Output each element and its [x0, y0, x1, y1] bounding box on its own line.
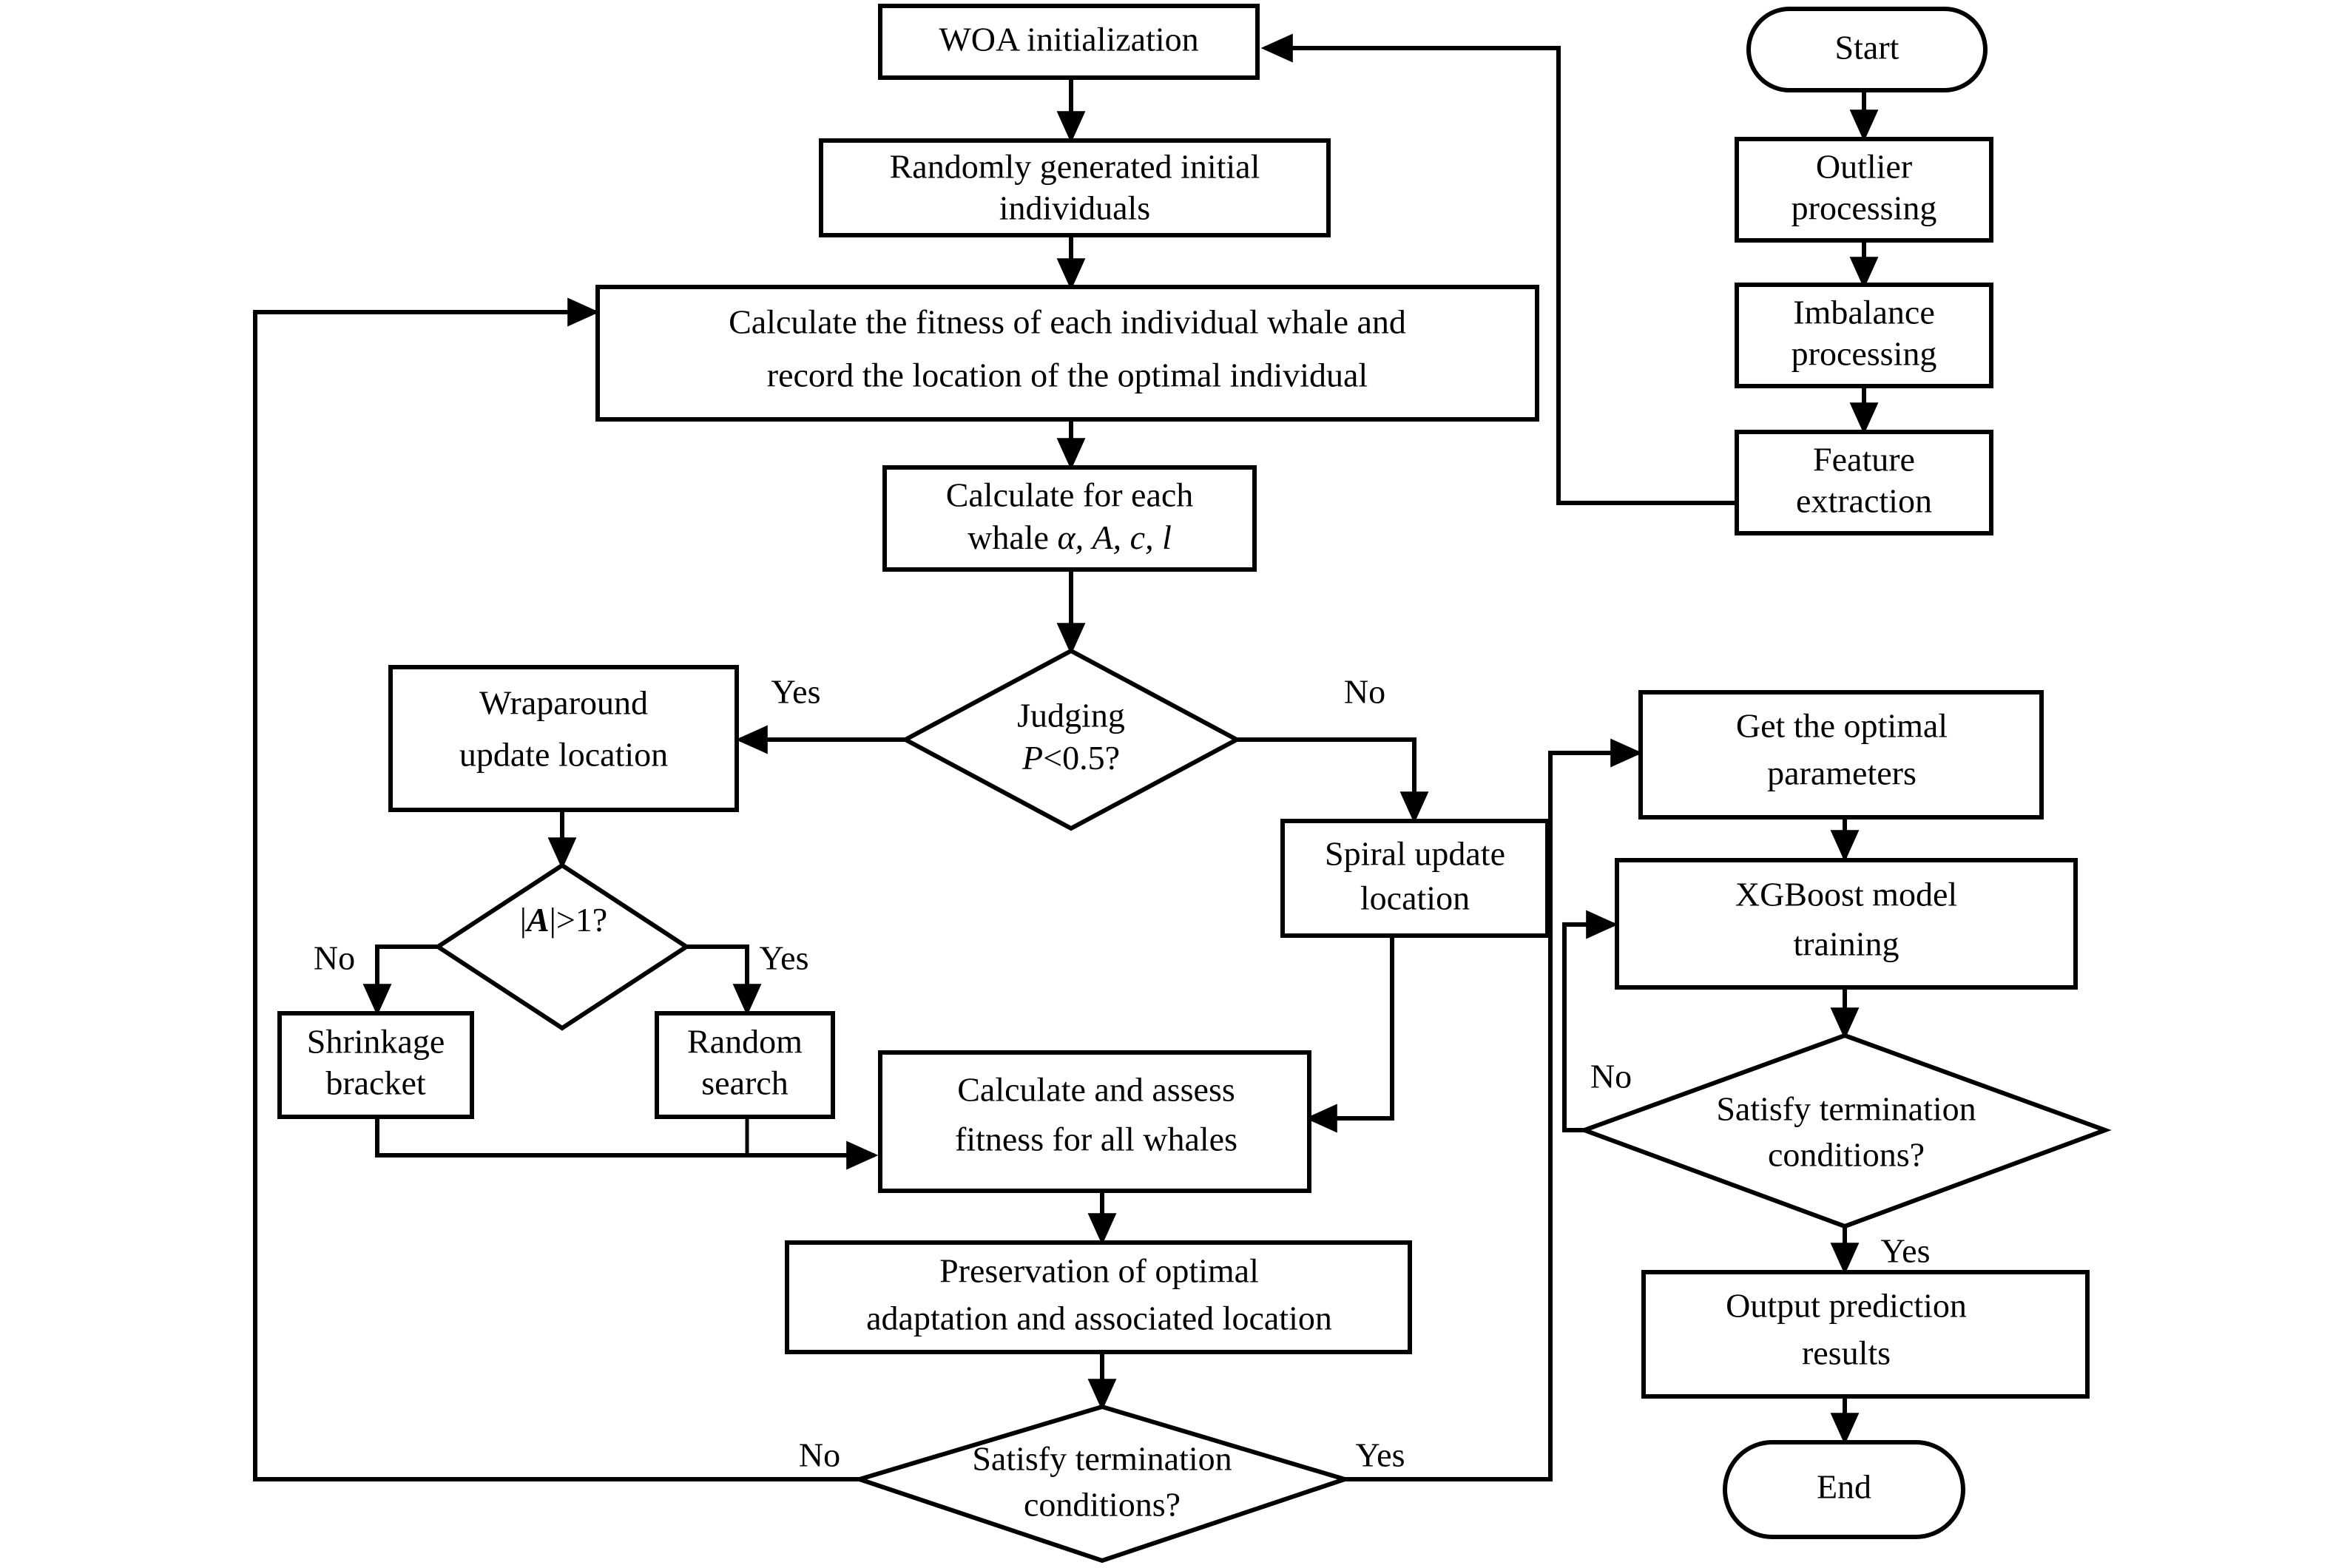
edge-shrinkage-to-calc-assess [375, 1117, 879, 1170]
node-random-individuals-line1: Randomly generated initial [890, 148, 1260, 186]
node-a-magnitude-label: |A|>1? [520, 901, 607, 939]
node-spiral-update-line2: location [1360, 879, 1470, 917]
edge-a-no-to-shrinkage [362, 944, 438, 1016]
node-preservation-optimal[interactable]: Preservation of optimal adaptation and a… [785, 1240, 1412, 1354]
edge-feature-to-woa [1260, 33, 1737, 505]
edge-label-term-left-no: No [799, 1436, 840, 1474]
node-outlier-processing[interactable]: Outlier processing [1735, 137, 1993, 243]
node-satisfy-termination-left-line1: Satisfy termination [972, 1440, 1232, 1478]
edge-judging-no-to-spiral [1237, 737, 1429, 824]
node-shrinkage-bracket-line1: Shrinkage [307, 1023, 445, 1061]
edge-satisfy-left-no-to-calc-fitness [253, 297, 860, 1481]
node-get-optimal-parameters-line1: Get the optimal [1736, 707, 1948, 745]
node-calculate-assess-fitness[interactable]: Calculate and assess fitness for all wha… [878, 1050, 1311, 1193]
whale-symbols: α, A, c, l [1057, 518, 1171, 556]
node-judging-p-line2: P<0.5? [1022, 739, 1120, 777]
node-a-magnitude-decision[interactable]: |A|>1? [433, 862, 691, 1031]
node-calculate-assess-line1: Calculate and assess [957, 1071, 1235, 1109]
node-spiral-update-line1: Spiral update [1325, 835, 1505, 873]
whale-word: whale [968, 518, 1057, 556]
node-start[interactable]: Start [1746, 7, 1988, 92]
node-satisfy-termination-left[interactable]: Satisfy termination conditions? [852, 1404, 1352, 1564]
edge-label-a-no: No [314, 939, 355, 977]
node-feature-extraction-line1: Feature [1813, 441, 1915, 479]
node-wraparound-update[interactable]: Wraparound update location [388, 665, 739, 812]
node-calculate-each-whale-line2: whale α, A, c, l [968, 518, 1172, 556]
node-calculate-fitness[interactable]: Calculate the fitness of each individual… [595, 285, 1539, 422]
node-random-search[interactable]: Random search [655, 1011, 835, 1119]
node-get-optimal-parameters[interactable]: Get the optimal parameters [1638, 690, 2044, 820]
edge-label-judging-no: No [1344, 673, 1385, 711]
node-calculate-fitness-line1: Calculate the fitness of each individual… [729, 303, 1406, 341]
node-random-search-line2: search [701, 1064, 788, 1102]
node-preservation-line1: Preservation of optimal [939, 1252, 1259, 1290]
node-feature-extraction-line2: extraction [1796, 482, 1932, 520]
node-calculate-assess-line2: fitness for all whales [955, 1121, 1237, 1158]
node-satisfy-termination-right-line2: conditions? [1768, 1136, 1925, 1174]
edge-label-term-right-no: No [1590, 1058, 1632, 1095]
node-get-optimal-parameters-line2: parameters [1767, 754, 1917, 792]
node-xgboost-training[interactable]: XGBoost model training [1615, 858, 2078, 990]
node-judging-p-line1: Judging [1017, 697, 1125, 734]
node-random-individuals[interactable]: Randomly generated initial individuals [819, 138, 1331, 237]
node-calculate-fitness-line2: record the location of the optimal indiv… [767, 356, 1368, 394]
edge-label-judging-yes: Yes [771, 673, 821, 711]
edge-satisfy-left-yes-to-get-params [1345, 738, 1643, 1481]
node-start-label: Start [1835, 29, 1900, 67]
node-calculate-each-whale-line1: Calculate for each [946, 476, 1194, 514]
node-xgboost-training-line2: training [1793, 925, 1899, 963]
edge-spiral-to-calc-assess [1305, 936, 1394, 1133]
node-woa-initialization-label: WOA initialization [939, 21, 1198, 58]
node-woa-initialization[interactable]: WOA initialization [878, 4, 1260, 80]
node-satisfy-termination-left-line2: conditions? [1024, 1486, 1181, 1524]
node-end[interactable]: End [1723, 1440, 1965, 1539]
node-calculate-each-whale[interactable]: Calculate for each whale α, A, c, l [882, 465, 1257, 572]
node-imbalance-processing-line2: processing [1792, 335, 1937, 373]
edge-a-yes-to-random-search [686, 944, 762, 1016]
node-outlier-processing-line2: processing [1792, 189, 1937, 227]
node-outlier-processing-line1: Outlier [1816, 148, 1912, 186]
node-satisfy-termination-right[interactable]: Satisfy termination conditions? [1578, 1033, 2112, 1229]
node-end-label: End [1817, 1468, 1871, 1506]
node-xgboost-training-line1: XGBoost model [1735, 876, 1957, 913]
node-imbalance-processing-line1: Imbalance [1793, 294, 1935, 331]
edge-label-term-right-yes: Yes [1881, 1232, 1931, 1270]
node-feature-extraction[interactable]: Feature extraction [1735, 430, 1993, 535]
node-output-prediction-line2: results [1802, 1334, 1891, 1372]
node-spiral-update[interactable]: Spiral update location [1280, 819, 1550, 938]
node-wraparound-update-line1: Wraparound [479, 684, 648, 722]
node-wraparound-update-line2: update location [459, 736, 668, 774]
edge-label-term-left-yes: Yes [1356, 1436, 1405, 1474]
node-preservation-line2: adaptation and associated location [866, 1300, 1332, 1337]
node-output-prediction[interactable]: Output prediction results [1641, 1270, 2090, 1399]
edge-label-a-yes: Yes [760, 939, 809, 977]
edge-satisfy-right-no-to-xgboost [1562, 910, 1618, 1132]
node-random-individuals-line2: individuals [999, 189, 1150, 227]
node-output-prediction-line1: Output prediction [1726, 1287, 1967, 1325]
node-judging-p[interactable]: Judging P<0.5? [900, 648, 1242, 831]
node-shrinkage-bracket[interactable]: Shrinkage bracket [277, 1011, 474, 1119]
node-satisfy-termination-right-line1: Satisfy termination [1716, 1090, 1976, 1128]
node-imbalance-processing[interactable]: Imbalance processing [1735, 283, 1993, 388]
node-random-search-line1: Random [687, 1023, 803, 1061]
node-shrinkage-bracket-line2: bracket [325, 1064, 426, 1102]
